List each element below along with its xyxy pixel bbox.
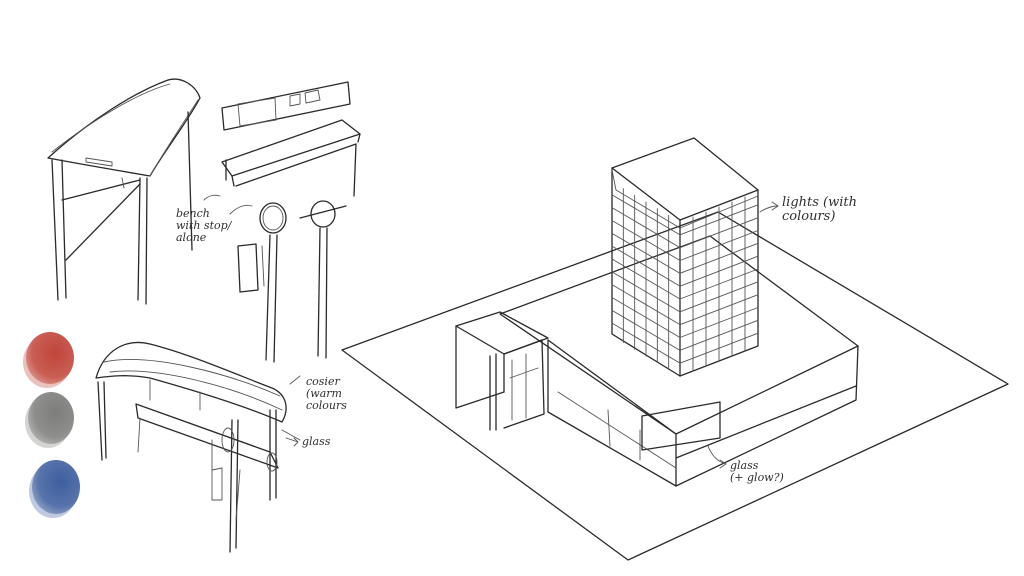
- note-glass-building: glass (+ glow?): [730, 459, 784, 484]
- tower-grid-line: [611, 322, 681, 364]
- tower-grid-line: [679, 281, 759, 313]
- tower-grid-line: [611, 284, 681, 326]
- tower-grid-line: [679, 307, 759, 338]
- note-glass-shelter: glass: [302, 435, 331, 448]
- tower-grid-line: [679, 204, 759, 236]
- tower-grid-line: [611, 309, 681, 351]
- note-lights: lights (with colours): [782, 195, 857, 224]
- tower-grid-line: [679, 255, 759, 287]
- shelter-sketch-2: [95, 341, 301, 553]
- shelter-sketch-1: [47, 78, 201, 305]
- note-bench: bench with stop/ alone: [176, 207, 232, 244]
- tower-grid-line: [679, 332, 759, 364]
- stop-signs-sketch: [203, 194, 347, 363]
- tower-grid-line: [679, 294, 759, 326]
- swatch-blue: [32, 460, 80, 514]
- bench-sketch: [221, 81, 361, 197]
- tower-grid-line: [679, 217, 759, 249]
- tower-grid-line: [611, 220, 681, 261]
- tower-grid-line: [679, 268, 759, 300]
- isometric-building-sketch: [341, 137, 1009, 561]
- tower-window-grid: [611, 188, 759, 372]
- tower-grid-line: [611, 232, 681, 274]
- swatch-grey: [28, 392, 74, 444]
- tower-grid-line: [679, 230, 759, 261]
- tower-grid-line: [611, 271, 681, 313]
- tower-grid-line: [611, 194, 681, 236]
- tower-grid-line: [679, 319, 759, 351]
- note-cosier: cosier (warm colours: [306, 375, 347, 412]
- tower-grid-line: [611, 258, 681, 300]
- tower-grid-line: [679, 242, 759, 274]
- tower-grid-line: [611, 245, 681, 287]
- tower-grid-line: [611, 297, 681, 338]
- tower-grid-line: [611, 207, 681, 249]
- swatch-red: [26, 332, 74, 384]
- annotation-arrows: [229, 201, 779, 469]
